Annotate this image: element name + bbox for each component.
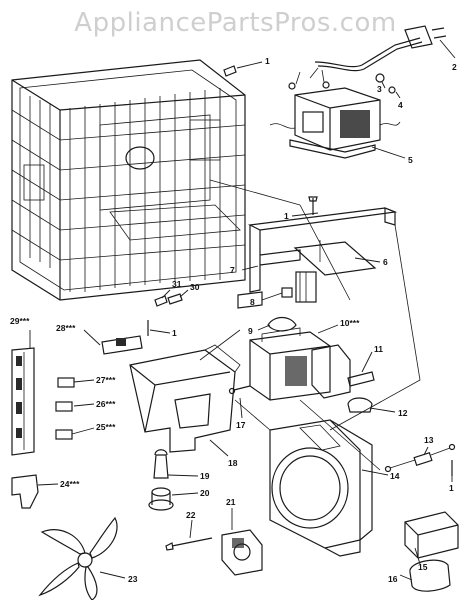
fan-housing	[269, 419, 373, 557]
callout-21: 21	[226, 497, 236, 507]
fan-shaft	[153, 449, 169, 479]
latch-hook	[101, 335, 143, 355]
callout-11: 11	[374, 344, 383, 354]
fan-blade	[38, 516, 118, 600]
fan-coupler	[148, 487, 174, 511]
mounting-screw-31	[154, 295, 168, 307]
callout-1-lower: 1	[172, 328, 177, 338]
callout-28: 28***	[56, 323, 76, 333]
callout-23: 23	[128, 574, 138, 584]
motor-screw	[165, 537, 213, 551]
fuse	[347, 371, 375, 387]
fuse-holder	[347, 397, 373, 413]
capacitor	[404, 511, 459, 559]
thermal-fuse	[267, 271, 317, 332]
magnetron	[249, 327, 351, 401]
callout-25: 25***	[96, 422, 116, 432]
callout-13: 13	[424, 435, 434, 445]
mounting-screw-30	[167, 293, 183, 305]
callout-10: 10***	[340, 318, 360, 328]
callout-26: 26***	[96, 399, 116, 409]
callout-8: 8	[250, 297, 255, 307]
leader-lines	[29, 39, 456, 581]
callout-19: 19	[200, 471, 210, 481]
callout-30: 30	[190, 282, 200, 292]
callout-9: 9	[248, 326, 253, 336]
callout-22: 22	[186, 510, 196, 520]
callout-6: 6	[383, 257, 388, 267]
callout-27: 27***	[96, 375, 116, 385]
screw-bracket	[308, 196, 318, 215]
callout-17: 17	[236, 420, 246, 430]
capacitor-bracket	[409, 559, 451, 592]
interlock-switch-top	[57, 377, 75, 388]
callout-2: 2	[452, 62, 457, 72]
callout-12: 12	[398, 408, 408, 418]
interlock-switch-bottom	[55, 429, 73, 440]
screw-top	[223, 65, 237, 77]
callout-24: 24***	[60, 479, 80, 489]
callout-15: 15	[418, 562, 428, 572]
callout-18: 18	[228, 458, 238, 468]
callout-5: 5	[408, 155, 413, 165]
callout-7: 7	[230, 265, 235, 275]
callout-29: 29***	[10, 316, 30, 326]
latch-lever	[11, 474, 39, 509]
callout-14: 14	[390, 471, 400, 481]
interlock-switch-middle	[55, 401, 73, 412]
callout-labels: 1 2 3 4 5 6 7 8 9 10*** 11 12 13 14 15 1…	[10, 56, 457, 584]
cover-plate	[293, 240, 377, 276]
callout-3: 3	[377, 84, 382, 94]
callout-16: 16	[388, 574, 398, 584]
power-cord	[288, 25, 447, 94]
callout-31: 31	[172, 279, 182, 289]
transformer	[269, 87, 401, 159]
callout-1-top: 1	[265, 56, 270, 66]
diode	[384, 443, 456, 473]
callout-20: 20	[200, 488, 210, 498]
air-duct	[129, 344, 241, 453]
interlock-assembly	[11, 347, 35, 456]
callout-4: 4	[398, 100, 403, 110]
screw-17	[228, 385, 251, 395]
callout-1-mid: 1	[284, 211, 289, 221]
callout-1-right: 1	[449, 483, 454, 493]
mounting-bracket	[237, 207, 398, 309]
fan-motor	[221, 529, 263, 576]
cabinet-frame	[11, 59, 246, 301]
